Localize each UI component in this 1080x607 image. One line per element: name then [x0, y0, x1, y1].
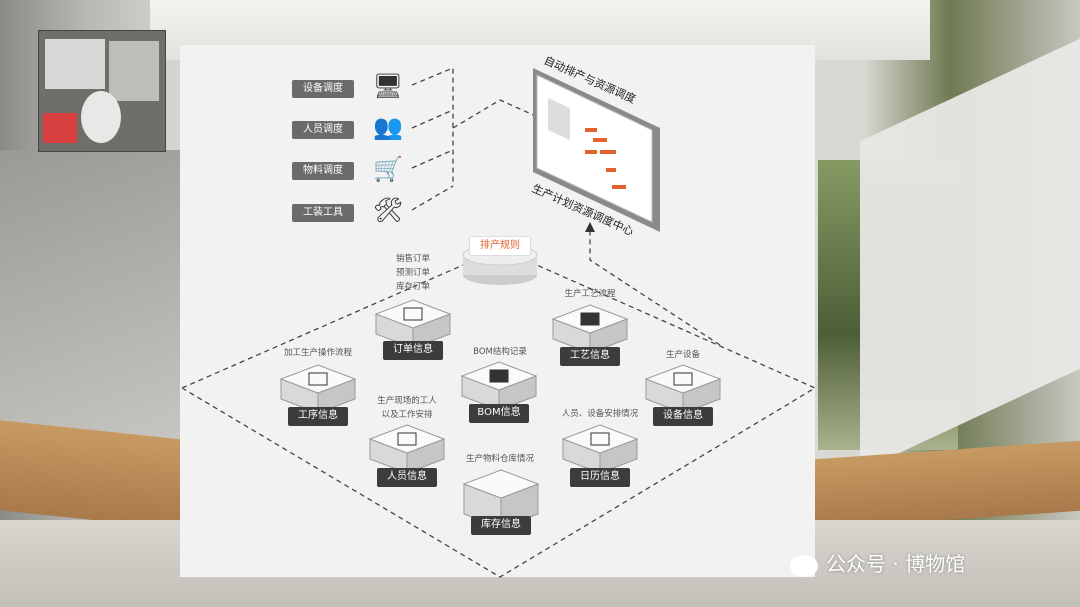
caption-staff-2: 以及工作安排: [381, 410, 433, 420]
diamond-outline: [181, 261, 817, 578]
wechat-icon: [790, 554, 818, 577]
caption-stock-order: 库存订单: [395, 282, 430, 292]
caption-forecast-order: 预测订单: [395, 268, 430, 278]
caption-bom: BOM结构记录: [473, 347, 527, 357]
block-stock-info: 库存信息: [471, 516, 531, 535]
tools-icon: 🛠: [372, 196, 404, 224]
dispatch-material: 物料调度: [292, 162, 354, 180]
left-wall: [0, 150, 180, 440]
cube-craft: [551, 304, 629, 354]
scheduling-rule-label: 排产规则: [469, 236, 531, 256]
cube-staff: [368, 424, 446, 474]
caption-calendar: 人员、设备安排情况: [561, 409, 639, 419]
caption-equipment: 生产设备: [665, 350, 700, 360]
caption-craft: 生产工艺流程: [564, 289, 616, 299]
block-bom-info: BOM信息: [469, 404, 529, 423]
cube-process: [279, 364, 357, 414]
minimap[interactable]: [38, 30, 166, 152]
block-staff-info: 人员信息: [377, 468, 437, 487]
watermark-text: 公众号 · 博物馆: [826, 552, 966, 576]
block-order-info: 订单信息: [383, 341, 443, 360]
caption-process: 加工生产操作流程: [283, 348, 352, 358]
cart-icon: 🛒: [373, 155, 403, 183]
cube-bom: [460, 361, 538, 411]
dispatch-tools: 工装工具: [292, 204, 354, 222]
block-process-info: 工序信息: [288, 407, 348, 426]
dispatch-equipment: 设备调度: [292, 80, 354, 98]
caption-staff-1: 生产现场的工人: [377, 396, 437, 406]
cube-calendar: [561, 424, 639, 474]
monitor-gear-icon: 🖥: [372, 72, 404, 100]
caption-sales-order: 销售订单: [395, 254, 430, 264]
block-calendar-info: 日历信息: [570, 468, 630, 487]
cube-order: [374, 299, 452, 349]
cube-equipment: [644, 364, 722, 414]
watermark: 公众号 · 博物馆: [790, 548, 965, 577]
users-icon: 👥: [373, 113, 403, 141]
block-craft-info: 工艺信息: [560, 347, 620, 366]
monitor-board: [533, 68, 660, 232]
dispatch-staff: 人员调度: [292, 121, 354, 139]
current-location-marker: [43, 113, 77, 143]
caption-stock: 生产物料仓库情况: [465, 454, 534, 464]
block-equipment-info: 设备信息: [653, 407, 713, 426]
